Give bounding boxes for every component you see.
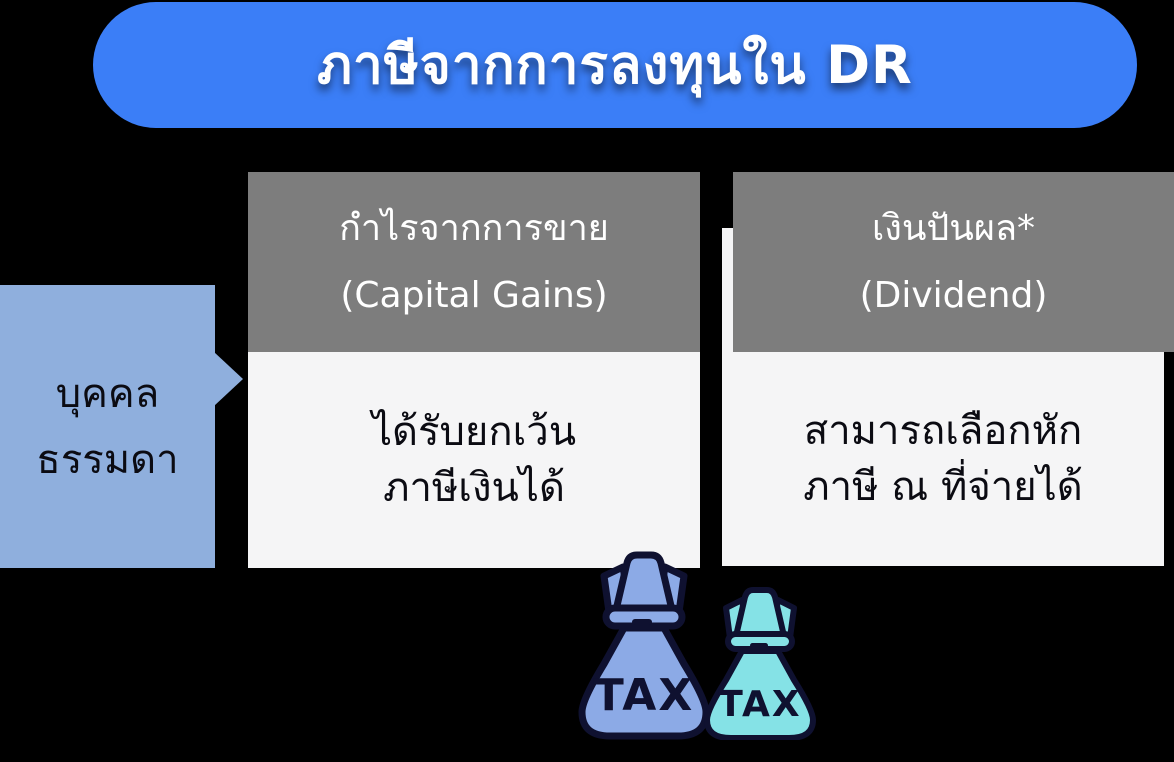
dividend-header-line1: เงินปันผล* — [871, 208, 1036, 249]
dividend-header: เงินปันผล* (Dividend) — [733, 172, 1174, 352]
individual-label-box: บุคคล ธรรมดา — [0, 285, 215, 568]
capital-gains-body: ได้รับยกเว้น ภาษีเงินได้ — [248, 352, 700, 568]
capital-gains-header-line1: กำไรจากการขาย — [339, 208, 609, 249]
dividend-body: สามารถเลือกหัก ภาษี ณ ที่จ่ายได้ — [722, 352, 1164, 566]
page-title: ภาษีจากการลงทุนใน DR — [317, 35, 913, 96]
tax-money-bag-cyan-icon: TAX — [704, 587, 816, 740]
tax-label: TAX — [718, 684, 801, 725]
dividend-body-line2: ภาษี ณ ที่จ่ายได้ — [803, 464, 1083, 510]
tax-money-bag-blue-icon: TAX — [578, 551, 710, 740]
title-banner: ภาษีจากการลงทุนใน DR — [93, 2, 1137, 128]
individual-label-line2: ธรรมดา — [36, 436, 179, 483]
bag-tie-notch — [632, 619, 652, 625]
tax-label: TAX — [594, 670, 695, 721]
dividend-header-line2: (Dividend) — [859, 275, 1048, 316]
bag-tie-notch — [750, 643, 768, 648]
dividend-body-line1: สามารถเลือกหัก — [803, 408, 1083, 454]
capital-gains-body-line2: ภาษีเงินได้ — [383, 465, 565, 511]
capital-gains-header-line2: (Capital Gains) — [340, 275, 608, 316]
individual-label-line1: บุคคล — [55, 370, 160, 417]
capital-gains-header: กำไรจากการขาย (Capital Gains) — [248, 172, 700, 352]
capital-gains-card — [248, 352, 700, 568]
pointer-arrow-icon — [214, 352, 243, 406]
capital-gains-body-line1: ได้รับยกเว้น — [371, 409, 577, 455]
